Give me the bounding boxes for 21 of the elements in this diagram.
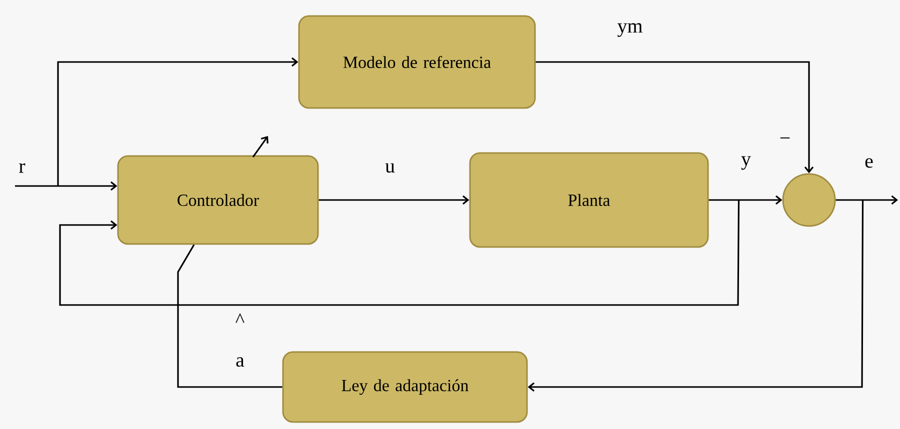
process-box: Controlador: [117, 155, 319, 245]
sign-label: ^: [236, 313, 244, 323]
edge-label: e: [865, 158, 873, 168]
arrow: [708, 195, 782, 205]
process-box: Modelo de referencia: [298, 15, 536, 109]
arrow: [57, 57, 298, 186]
edge-label: y: [741, 156, 751, 170]
edge-label: r: [19, 163, 26, 173]
arrow: [836, 195, 898, 205]
arrow: [318, 195, 470, 205]
edge-label: ym: [617, 23, 642, 37]
summing-junction: [782, 173, 836, 227]
edge-label: a: [236, 357, 244, 367]
edge-label: u: [385, 163, 395, 173]
sign-label: −: [780, 137, 790, 138]
arrow: [15, 181, 118, 191]
process-box: Ley de adaptación: [282, 351, 528, 423]
arrow: [536, 61, 814, 174]
arrow: [528, 200, 864, 392]
arrow: [59, 200, 740, 306]
process-box: Planta: [469, 152, 709, 248]
